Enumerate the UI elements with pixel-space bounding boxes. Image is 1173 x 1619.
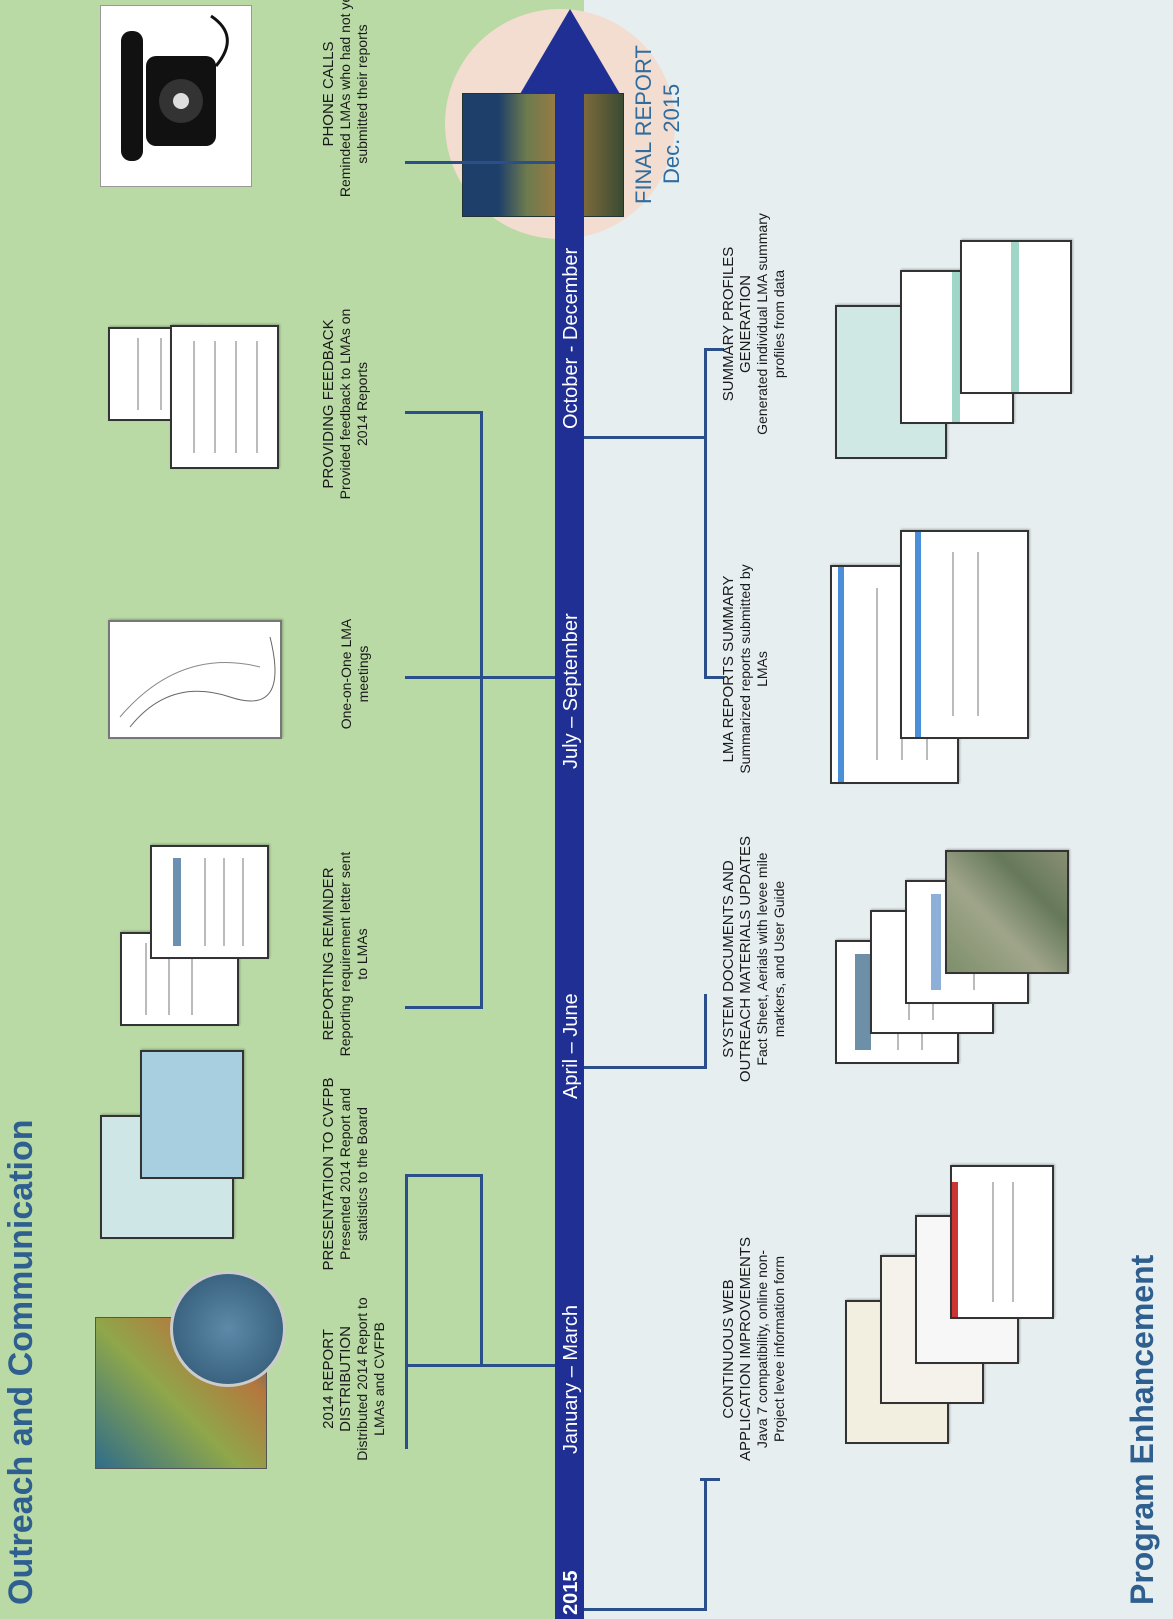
event-desc: Java 7 compatibility, online non-Project… <box>754 1249 787 1449</box>
event-report-distribution: 2014 REPORT DISTRIBUTION Distributed 201… <box>320 1279 388 1479</box>
period-q4: October - December <box>560 247 582 429</box>
connector-q4-bar <box>704 349 707 679</box>
final-report-label: FINAL REPORT Dec. 2015 <box>630 45 686 204</box>
connector-presentation <box>405 1177 408 1367</box>
connector-q1-bar <box>405 1364 480 1367</box>
event-summary-profiles: SUMMARY PROFILES GENERATION Generated in… <box>720 209 788 439</box>
report-cover-icon <box>462 93 624 217</box>
outreach-panel <box>0 0 584 1619</box>
event-desc: Generated individual LMA summary profile… <box>754 213 787 435</box>
event-desc: Provided feedback to LMAs on 2014 Report… <box>337 308 370 500</box>
connector-presentation-drop <box>405 1174 480 1177</box>
event-desc: One-on-One LMA meetings <box>338 618 371 730</box>
connector-feedback-bar <box>480 411 483 676</box>
document-icon <box>950 1165 1054 1319</box>
connector-presentation-join <box>480 1174 483 1367</box>
connector-reminder <box>405 1006 480 1009</box>
event-title: PHONE CALLS <box>320 41 337 147</box>
document-icon <box>150 845 269 959</box>
period-q2: April – June <box>560 993 582 1099</box>
connector-phone-bar <box>405 161 408 389</box>
timeline-arrowhead <box>520 9 620 94</box>
document-icon <box>900 530 1029 739</box>
document-icon <box>140 1050 244 1179</box>
event-reporting-reminder: REPORTING REMINDER Reporting requirement… <box>320 844 371 1064</box>
map-icon <box>108 620 282 739</box>
connector-phone <box>405 161 555 164</box>
aerial-photo-circle <box>170 1271 286 1387</box>
event-phone-calls: PHONE CALLS Reminded LMAs who had not ye… <box>320 0 371 209</box>
event-desc: Distributed 2014 Report to LMAs and CVFP… <box>354 1297 387 1461</box>
event-title: PROVIDING FEEDBACK <box>320 319 337 489</box>
connector-q4-vertical <box>584 436 704 439</box>
event-providing-feedback: PROVIDING FEEDBACK Provided feedback to … <box>320 299 371 509</box>
event-desc: Reminded LMAs who had not yet submitted … <box>337 0 370 198</box>
connector-web-app <box>584 1608 704 1611</box>
connector-q1-vertical <box>480 1364 555 1367</box>
outreach-title: Outreach and Communication <box>2 1119 40 1606</box>
document-icon <box>960 240 1072 394</box>
event-title: SYSTEM DOCUMENTS AND OUTREACH MATERIALS … <box>720 835 754 1083</box>
telephone-graphic <box>121 14 229 161</box>
event-title: SUMMARY PROFILES GENERATION <box>720 246 754 402</box>
connector-system-docs-bar <box>704 994 707 1069</box>
event-desc: Presented 2014 Report and statistics to … <box>337 1088 370 1261</box>
connector-system-docs <box>584 1066 704 1069</box>
document-icon <box>170 325 279 469</box>
program-title: Program Enhancement <box>1124 1254 1160 1605</box>
event-lma-reports-summary: LMA REPORTS SUMMARY Summarized reports s… <box>720 559 771 779</box>
aerial-map-icon <box>945 850 1069 974</box>
event-desc: Summarized reports submitted by LMAs <box>737 564 770 774</box>
connector-web-app-rise <box>700 1478 720 1481</box>
event-one-on-one: One-on-One LMA meetings <box>338 594 372 754</box>
event-presentation: PRESENTATION TO CVFPB Presented 2014 Rep… <box>320 1069 371 1279</box>
event-title: LMA REPORTS SUMMARY <box>720 575 737 763</box>
event-title: PRESENTATION TO CVFPB <box>320 1077 337 1271</box>
timeline-year: 2015 <box>560 1570 582 1616</box>
final-report-line1: FINAL REPORT <box>631 45 656 204</box>
map-lines-icon <box>119 636 276 728</box>
connector-distribution <box>405 1364 408 1449</box>
final-report-line2: Dec. 2015 <box>659 83 684 184</box>
connector-web-app-bar <box>704 1481 707 1611</box>
event-web-app-improvements: CONTINUOUS WEB APPLICATION IMPROVEMENTS … <box>720 1229 788 1469</box>
event-desc: Reporting requirement letter sent to LMA… <box>337 851 370 1057</box>
connector-reminder-bar <box>480 676 483 1009</box>
event-title: REPORTING REMINDER <box>320 867 337 1041</box>
event-system-documents: SYSTEM DOCUMENTS AND OUTREACH MATERIALS … <box>720 829 788 1089</box>
event-title: CONTINUOUS WEB APPLICATION IMPROVEMENTS <box>720 1237 754 1461</box>
telephone-icon <box>100 5 252 187</box>
event-desc: Fact Sheet, Aerials with levee mile mark… <box>754 852 787 1066</box>
connector-feedback <box>405 411 480 414</box>
period-q3: July – September <box>560 613 582 769</box>
event-title: 2014 REPORT DISTRIBUTION <box>320 1326 354 1432</box>
period-q1: January – March <box>560 1305 582 1454</box>
